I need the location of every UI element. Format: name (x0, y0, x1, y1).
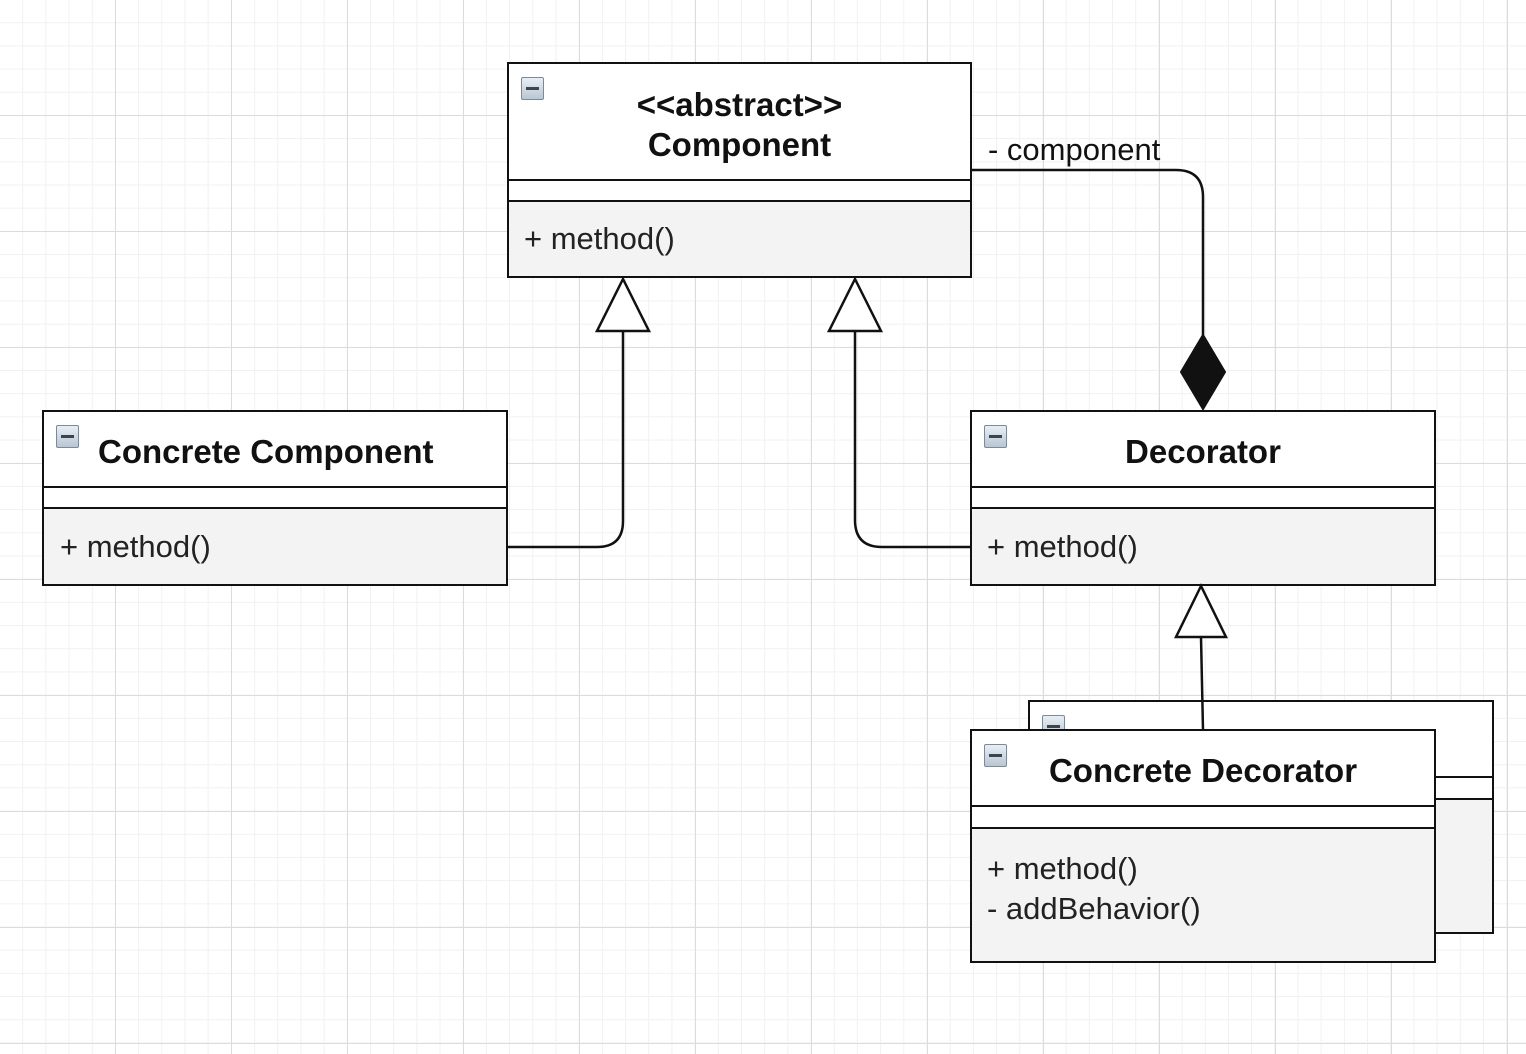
operation: + method() (987, 851, 1138, 886)
operation: + method() (60, 529, 211, 564)
collapse-icon[interactable] (984, 425, 1007, 448)
composition-line (972, 168, 1205, 335)
attributes-compartment (509, 181, 970, 202)
class-name: Component (647, 125, 832, 163)
class-component[interactable]: <<abstract>> Component + method() (507, 62, 972, 278)
composition-diamond (1179, 333, 1227, 411)
operations-compartment: + method() (509, 202, 970, 276)
operations-compartment: + method() (44, 509, 506, 584)
attributes-compartment (44, 488, 506, 509)
collapse-icon[interactable] (56, 425, 79, 448)
class-concrete-decorator-header[interactable]: Concrete Decorator (972, 731, 1434, 807)
class-concrete-component-header[interactable]: Concrete Component (44, 412, 506, 488)
collapse-icon[interactable] (984, 744, 1007, 767)
class-concrete-component[interactable]: Concrete Component + method() (42, 410, 508, 586)
class-name: Concrete Decorator (1048, 752, 1358, 789)
class-component-header[interactable]: <<abstract>> Component (509, 64, 970, 181)
generalization-line-decorator (853, 331, 971, 549)
operations-compartment: + method() - addBehavior() (972, 829, 1434, 961)
class-name: Decorator (1125, 433, 1281, 470)
attributes-compartment (972, 807, 1434, 829)
operation: + method() (524, 221, 675, 256)
operation: - addBehavior() (987, 891, 1201, 926)
operation: + method() (987, 529, 1138, 564)
collapse-icon[interactable] (521, 77, 544, 100)
association-role-label: - component (988, 132, 1161, 167)
generalization-line-concrete-component (508, 331, 625, 549)
generalization-arrowhead-concrete-component (594, 276, 652, 333)
class-decorator-header[interactable]: Decorator (972, 412, 1434, 488)
class-decorator[interactable]: Decorator + method() (970, 410, 1436, 586)
class-name: Concrete Component (98, 433, 434, 470)
attributes-compartment (972, 488, 1434, 509)
class-concrete-decorator[interactable]: Concrete Decorator + method() - addBehav… (970, 729, 1436, 963)
generalization-arrowhead-concrete-decorator (1173, 583, 1229, 639)
generalization-line-concrete-decorator (1199, 636, 1205, 731)
generalization-arrowhead-decorator (826, 276, 884, 333)
operations-compartment: + method() (972, 509, 1434, 584)
class-stereotype: <<abstract>> (636, 85, 843, 123)
